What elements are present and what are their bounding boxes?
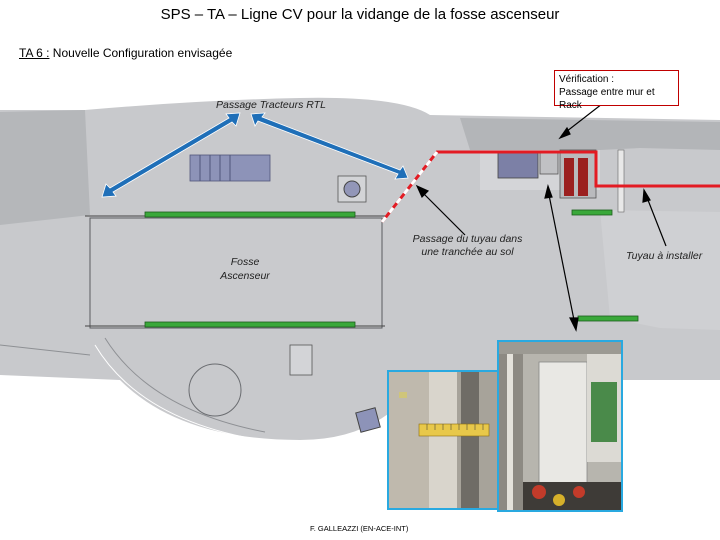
green-rails bbox=[144, 209, 639, 328]
photo-measurement bbox=[387, 370, 499, 510]
fosse-pit bbox=[85, 215, 385, 329]
page-title: SPS – TA – Ligne CV pour la vidange de l… bbox=[160, 6, 560, 23]
subtitle-ref: TA 6 : bbox=[19, 46, 50, 60]
label-tuyau: Tuyau à installer bbox=[626, 250, 703, 262]
equipment-racks bbox=[188, 149, 625, 433]
blue-arrows bbox=[101, 112, 409, 198]
label-passage-tuyau: Passage du tuyau dans une tranchée au so… bbox=[400, 233, 535, 259]
verification-line1: Vérification : bbox=[559, 74, 615, 85]
label-passage-line2: une tranchée au sol bbox=[421, 246, 514, 258]
label-fosse-line1: Fosse bbox=[230, 256, 260, 268]
label-fosse-line2: Ascenseur bbox=[220, 270, 270, 282]
subtitle-text: Nouvelle Configuration envisagée bbox=[49, 46, 233, 60]
credit-footer: F. GALLEAZZI (EN-ACE-INT) bbox=[310, 524, 409, 533]
verification-line2: Passage entre mur et Rack bbox=[559, 87, 655, 111]
label-tracteurs: Passage Tracteurs RTL bbox=[216, 99, 326, 111]
photo-rack bbox=[497, 340, 623, 512]
label-fosse: Fosse Ascenseur bbox=[200, 255, 290, 283]
label-passage-line1: Passage du tuyau dans bbox=[412, 233, 523, 245]
pipe-route bbox=[380, 150, 720, 223]
verification-callout: Vérification : Passage entre mur et Rack bbox=[554, 70, 679, 111]
page-subtitle: TA 6 : Nouvelle Configuration envisagée bbox=[19, 46, 232, 60]
